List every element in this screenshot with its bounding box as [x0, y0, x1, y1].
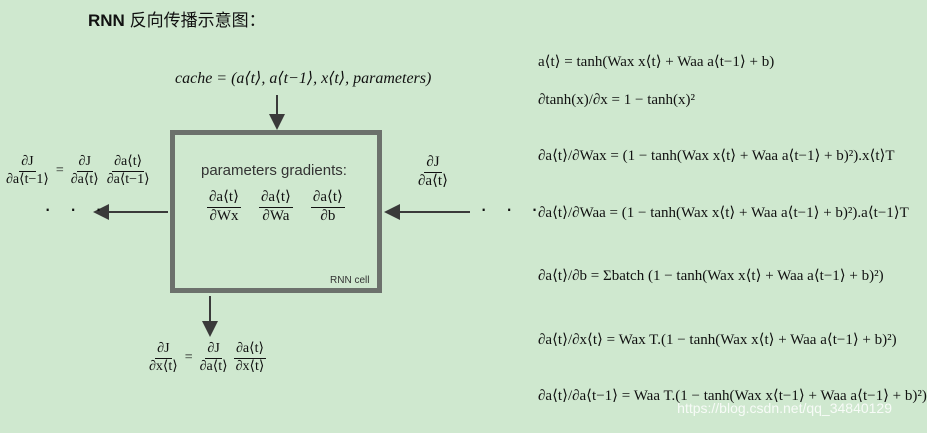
rnn-cell-box — [170, 130, 382, 293]
incoming-gradient: ∂J∂a⟨t⟩ — [418, 154, 448, 189]
bottom-gradient-equation: ∂J∂x⟨t⟩ = ∂J∂a⟨t⟩ ∂a⟨t⟩∂x⟨t⟩ — [149, 341, 266, 374]
formula-dx: ∂a⟨t⟩/∂x⟨t⟩ = Wax T.(1 − tanh(Wax x⟨t⟩ +… — [538, 332, 897, 348]
formula-forward: a⟨t⟩ = tanh(Wax x⟨t⟩ + Waa a⟨t−1⟩ + b) — [538, 54, 775, 70]
diagram-title: RNN 反向传播示意图： — [88, 11, 266, 30]
formula-dwax: ∂a⟨t⟩/∂Wax = (1 − tanh(Wax x⟨t⟩ + Waa a⟨… — [538, 148, 895, 164]
cell-title: parameters gradients: — [201, 162, 347, 179]
parameter-gradients: ∂a⟨t⟩∂Wx ∂a⟨t⟩∂Wa ∂a⟨t⟩∂b — [205, 189, 347, 225]
cache-label: cache = (a⟨t⟩, a⟨t−1⟩, x⟨t⟩, parameters) — [175, 70, 432, 87]
formula-tanh-derivative: ∂tanh(x)/∂x = 1 − tanh(x)² — [538, 92, 696, 108]
formula-dwaa: ∂a⟨t⟩/∂Waa = (1 − tanh(Wax x⟨t⟩ + Waa a⟨… — [538, 205, 909, 221]
right-dots: · · · — [480, 196, 545, 221]
grad-dwx: ∂a⟨t⟩∂Wx — [207, 189, 241, 224]
watermark: https://blog.csdn.net/qq_34840129 — [677, 400, 892, 416]
left-dots: · · · — [44, 196, 109, 221]
grad-db: ∂a⟨t⟩∂b — [310, 189, 345, 224]
grad-dwa: ∂a⟨t⟩∂Wa — [258, 189, 293, 224]
arrows-layer — [93, 95, 470, 337]
left-gradient-equation: ∂J∂a⟨t−1⟩ = ∂J∂a⟨t⟩ ∂a⟨t⟩∂a⟨t−1⟩ — [6, 154, 150, 187]
formula-db: ∂a⟨t⟩/∂b = Σbatch (1 − tanh(Wax x⟨t⟩ + W… — [538, 268, 884, 284]
formula-da-prev: ∂a⟨t⟩/∂a⟨t−1⟩ = Waa T.(1 − tanh(Wax x⟨t−… — [538, 388, 927, 404]
rnn-cell-label: RNN cell — [330, 275, 370, 286]
